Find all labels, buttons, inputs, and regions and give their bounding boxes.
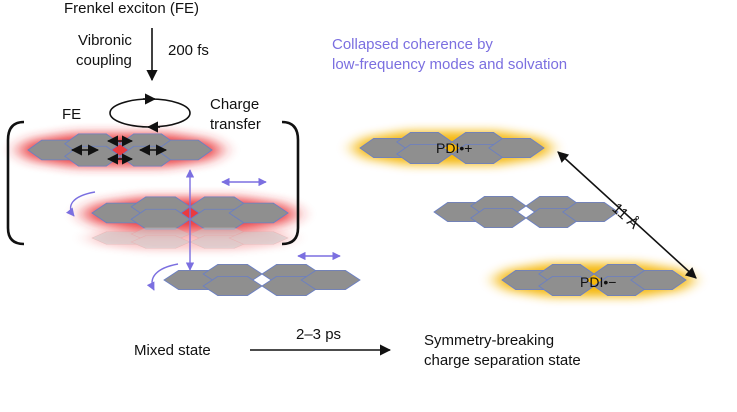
fe-label: FE: [62, 106, 82, 123]
collapsed-coherence-line1: Collapsed coherence by: [332, 36, 493, 53]
vibronic-label-line2: coupling: [76, 52, 132, 69]
sbcs-label-line2: charge separation state: [424, 352, 581, 369]
pdi-minus-label: PDI•−: [580, 274, 617, 290]
mixed-state-stack: [6, 93, 361, 297]
charge-separated-stack: [350, 131, 697, 297]
mixed-state-label: Mixed state: [134, 342, 211, 359]
collapsed-coherence-line2: low-frequency modes and solvation: [332, 56, 568, 73]
charge-transfer-loop: [109, 93, 191, 133]
time-fs-label: 200 fs: [168, 42, 209, 59]
time-ps-label: 2–3 ps: [296, 326, 342, 343]
pdi-plus-label: PDI•+: [436, 140, 473, 156]
sbcs-label-line1: Symmetry-breaking: [424, 332, 555, 349]
left-bracket: [6, 120, 25, 246]
right-bracket: [281, 120, 300, 246]
vibronic-label-line1: Vibronic: [78, 32, 132, 49]
vibration-arrows: [66, 169, 341, 291]
distance-arrow: [557, 151, 697, 279]
frenkel-exciton-label: Frenkel exciton (FE): [64, 0, 200, 17]
exciton-arrows: [70, 135, 168, 165]
charge-transfer-line1: Charge: [210, 96, 260, 113]
charge-transfer-line2: transfer: [210, 116, 261, 133]
molecule-bottom-left: [163, 263, 361, 297]
molecule-middle-right: [433, 195, 619, 229]
